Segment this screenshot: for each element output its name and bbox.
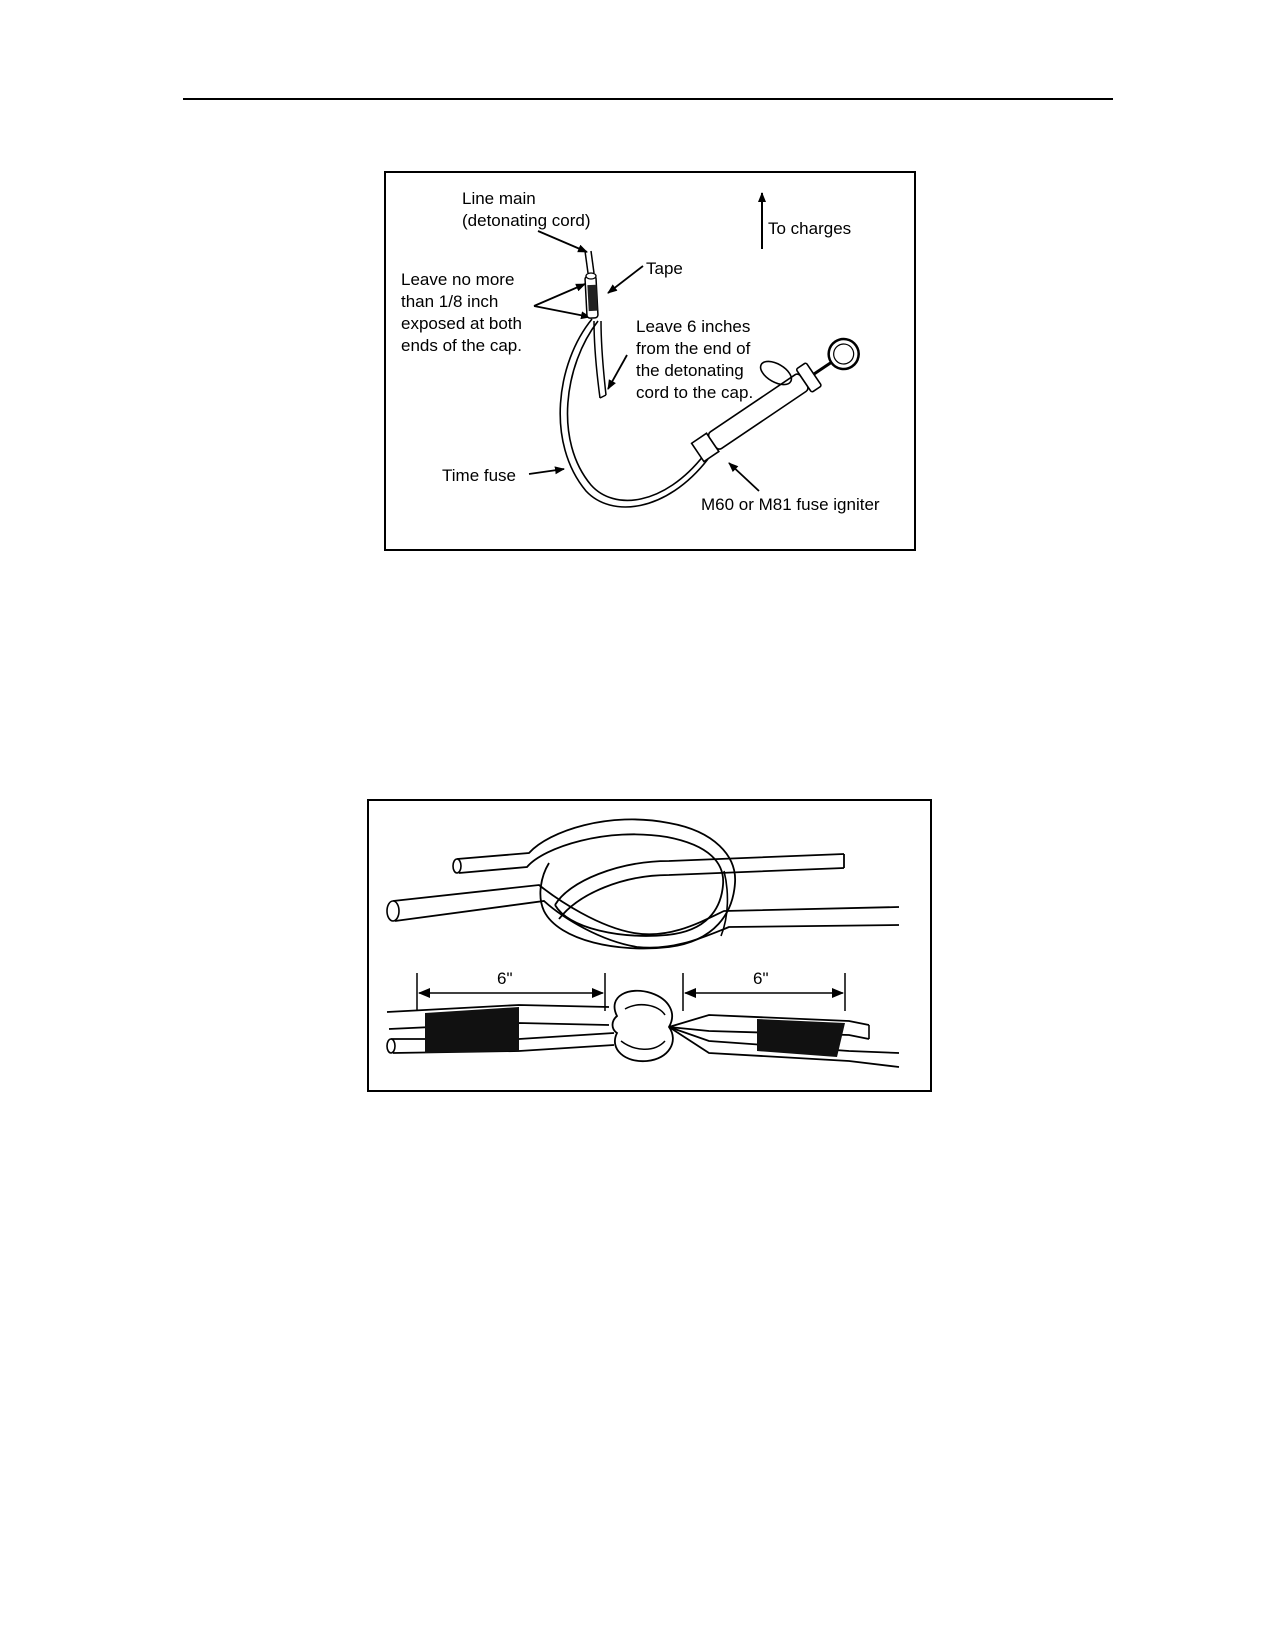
time-fuse: [559, 318, 709, 508]
leader-line-main-arrow-icon: [537, 230, 588, 253]
tape-wrap-right: [757, 1019, 845, 1057]
leader-igniter-arrow-icon: [728, 462, 760, 492]
label-leave-6-2: from the end of: [636, 339, 751, 358]
label-leave-6-1: Leave 6 inches: [636, 317, 750, 336]
leader-tape-arrow-icon: [607, 265, 644, 294]
igniter-pin: [812, 360, 833, 376]
label-line-main: Line main: [462, 189, 536, 208]
fuse-igniter: [690, 337, 860, 463]
figure-square-knot: 6" 6": [367, 799, 932, 1092]
label-to-charges: To charges: [768, 219, 851, 238]
blasting-cap: [584, 272, 599, 319]
igniter-pull-tab: [759, 360, 793, 386]
pull-ring-icon: [827, 337, 860, 371]
label-leave-no-more-1: Leave no more: [401, 270, 514, 289]
label-fuse-igniter: M60 or M81 fuse igniter: [701, 495, 880, 514]
label-leave-no-more-3: exposed at both: [401, 314, 522, 333]
tight-square-knot: [386, 989, 900, 1068]
label-detonating-cord: (detonating cord): [462, 211, 591, 230]
header-rule: [183, 98, 1113, 100]
dimension-left: 6": [416, 969, 606, 1011]
leader-6-inches-arrow-icon: [607, 354, 628, 390]
label-leave-6-4: cord to the cap.: [636, 383, 753, 402]
leader-cap-bottom-arrow-icon: [533, 305, 591, 320]
label-leave-no-more-2: than 1/8 inch: [401, 292, 498, 311]
dimension-left-label: 6": [497, 969, 513, 988]
tape-wrap-left: [425, 1007, 519, 1053]
dimension-right: 6": [682, 969, 846, 1011]
label-leave-no-more-4: ends of the cap.: [401, 336, 522, 355]
label-leave-6-3: the detonating: [636, 361, 744, 380]
dimension-right-label: 6": [753, 969, 769, 988]
tape-wrap: [587, 284, 598, 312]
open-square-knot: [386, 818, 900, 950]
figure-time-fuse-priming: Line main (detonating cord) To charges T…: [384, 171, 916, 551]
figure-1-illustration: Line main (detonating cord) To charges T…: [401, 189, 880, 514]
leader-time-fuse-arrow-icon: [528, 466, 565, 475]
leader-cap-top-arrow-icon: [533, 283, 586, 307]
label-time-fuse: Time fuse: [442, 466, 516, 485]
figure-2-illustration: 6" 6": [386, 818, 900, 1068]
label-tape: Tape: [646, 259, 683, 278]
